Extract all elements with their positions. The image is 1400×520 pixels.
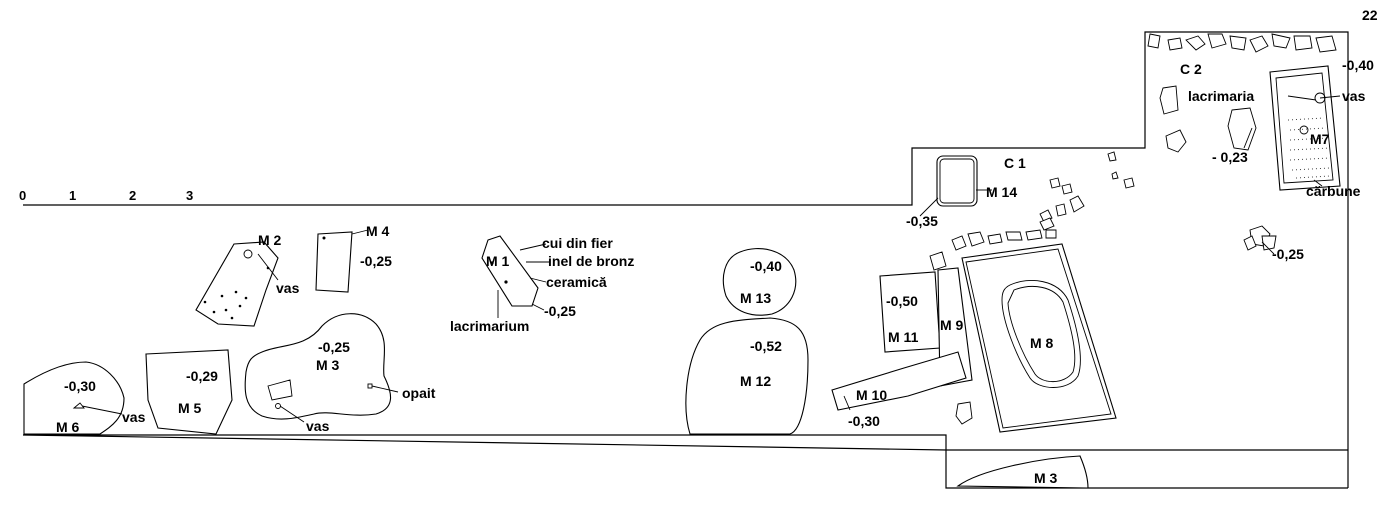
c1-stones xyxy=(929,151,1135,425)
depth-m10: -0,30 xyxy=(848,413,880,429)
find-vas-m7: vas xyxy=(1342,88,1366,104)
label-m14: M 14 xyxy=(986,184,1017,200)
label-m12: M 12 xyxy=(740,373,771,389)
find-vas-m6: vas xyxy=(122,409,146,425)
label-m1: M 1 xyxy=(486,253,510,269)
grave-m3-bottom-outline xyxy=(956,455,1089,489)
find-lacrimaria: lacrimaria xyxy=(1188,88,1254,104)
rubble-band-c2 xyxy=(1147,33,1337,53)
label-m2: M 2 xyxy=(258,232,282,248)
find-opait: opait xyxy=(402,385,436,401)
m6-vessel-mark xyxy=(72,402,85,409)
grave-m13-outline xyxy=(722,248,797,316)
label-m11: M 11 xyxy=(888,329,919,345)
grave-m10-outline xyxy=(831,351,967,411)
find-cui: cui din fier xyxy=(542,235,613,251)
find-inel: inel de bronz xyxy=(548,253,634,269)
m2-finds xyxy=(203,266,270,320)
grave-m4-outline xyxy=(315,231,353,293)
label-m3: M 3 xyxy=(316,357,340,373)
m2-vessel-mark xyxy=(243,249,253,259)
scale-label-1: 1 xyxy=(69,188,76,203)
depth-m7: -0,40 xyxy=(1342,57,1374,73)
depth-m14: -0,35 xyxy=(906,213,938,229)
find-vas-m2: vas xyxy=(276,280,300,296)
depth-m12: -0,52 xyxy=(750,338,782,354)
c2-stones xyxy=(1159,85,1277,251)
scale-label-0: 0 xyxy=(19,188,26,203)
label-c2: C 2 xyxy=(1180,61,1202,77)
m7-charcoal-stipple xyxy=(1287,117,1331,179)
label-m9: M 9 xyxy=(940,317,964,333)
grave-m7-inner xyxy=(1275,72,1334,184)
leader-lines xyxy=(81,95,1341,423)
label-c1: C 1 xyxy=(1004,155,1026,171)
grave-m8-pit-inner xyxy=(1007,286,1076,383)
m4-find-dot xyxy=(322,236,326,240)
grave-m8-pit xyxy=(1001,279,1081,388)
grave-m12-outline xyxy=(685,317,809,435)
depth-pit: - 0,23 xyxy=(1212,149,1248,165)
page-number: 22 xyxy=(1362,7,1378,23)
trench-outline xyxy=(22,31,1349,489)
depth-m4: -0,25 xyxy=(360,253,392,269)
label-m13: M 13 xyxy=(740,290,771,306)
grave-m2-outline xyxy=(195,241,279,327)
depth-m5: -0,29 xyxy=(186,368,218,384)
grave-m7-outline xyxy=(1269,65,1341,191)
grave-m8-outline xyxy=(961,243,1117,433)
depth-right: -0,25 xyxy=(1272,246,1304,262)
grave-m14-inner xyxy=(939,158,975,204)
scale-label-3: 3 xyxy=(186,188,193,203)
grave-m1-outline xyxy=(481,235,539,307)
grave-m14-outline xyxy=(936,155,978,207)
scale-label-2: 2 xyxy=(129,188,136,203)
m3-vessel-fragment xyxy=(267,379,293,401)
m7-lacrimaria-mark xyxy=(1299,125,1309,135)
depth-m3: -0,25 xyxy=(318,339,350,355)
find-lacrimarium: lacrimarium xyxy=(450,318,529,334)
label-m7: M7 xyxy=(1310,131,1330,147)
grave-m5-outline xyxy=(145,349,233,435)
depth-m11: -0,50 xyxy=(886,293,918,309)
label-m8: M 8 xyxy=(1030,335,1054,351)
label-m6: M 6 xyxy=(56,419,80,435)
find-carbune: cărbune xyxy=(1306,183,1361,199)
depth-m6: -0,30 xyxy=(64,378,96,394)
label-m5: M 5 xyxy=(178,400,202,416)
scale-bar: 0 1 2 3 xyxy=(19,188,193,203)
grave-m6-outline xyxy=(23,361,125,435)
label-m4: M 4 xyxy=(366,223,390,239)
depth-m13: -0,40 xyxy=(750,258,782,274)
label-m10: M 10 xyxy=(856,387,887,403)
m1-find-dot xyxy=(490,261,494,265)
m7-vessel-mark xyxy=(1314,92,1326,104)
find-vas-m3: vas xyxy=(306,418,330,434)
find-ceramica: ceramică xyxy=(546,274,607,290)
grave-m8-inner-edge xyxy=(965,248,1112,429)
label-m3-bottom: M 3 xyxy=(1034,470,1058,486)
m1-find-dot xyxy=(504,280,508,284)
depth-m1: -0,25 xyxy=(544,303,576,319)
